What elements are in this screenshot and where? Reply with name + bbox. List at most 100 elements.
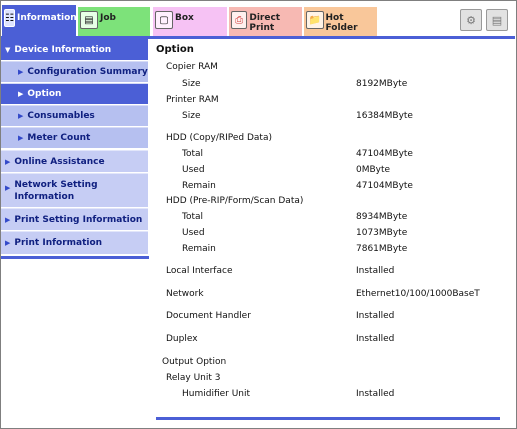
sidebar-item-consumables[interactable]: ▶ Consumables <box>1 105 148 126</box>
tab-label: Information <box>16 13 77 23</box>
sidebar-item-label: Configuration Summary <box>27 67 148 77</box>
option-row: Humidifier Unit Installed <box>156 389 500 403</box>
toolbar-icons: ⚙ ▤ <box>460 9 516 37</box>
sidebar-item-option[interactable]: ▶ Option <box>1 83 148 104</box>
option-row: Total 47104MByte <box>156 149 500 163</box>
option-label: Size <box>182 111 201 121</box>
main-content: Option Copier RAM Size 8192MByte Printer… <box>156 39 500 424</box>
sidebar-item-print-information[interactable]: ▶ Print Information <box>1 231 148 254</box>
option-row: Used 1073MByte <box>156 228 500 242</box>
option-row: Used 0MByte <box>156 165 500 179</box>
option-row: Relay Unit 3 <box>156 373 500 387</box>
sidebar-item-configuration-summary[interactable]: ▶ Configuration Summary <box>1 61 148 82</box>
option-row: Network Ethernet10/100/1000BaseT <box>156 289 500 303</box>
option-value: 47104MByte <box>356 181 413 191</box>
option-label: Remain <box>182 244 216 254</box>
sidebar-item-label: Meter Count <box>27 133 91 143</box>
option-label: Local Interface <box>166 266 233 276</box>
tab-job[interactable]: ▤ Job <box>78 7 150 37</box>
triangle-right-icon: ▶ <box>18 112 24 120</box>
tab-direct-print[interactable]: ⎙ Direct Print <box>229 7 302 37</box>
option-value: 7861MByte <box>356 244 408 254</box>
sidebar-item-print-setting-information[interactable]: ▶ Print Setting Information <box>1 208 148 230</box>
info-icon: ☷ <box>4 9 15 27</box>
sidebar-item-label: Option <box>27 89 62 99</box>
tab-label: Box <box>175 13 194 23</box>
sidebar-item-label: Online Assistance <box>14 156 105 167</box>
tab-box[interactable]: ▢ Box <box>153 7 227 37</box>
tab-label: Hot Folder <box>325 13 358 33</box>
option-label: Duplex <box>166 334 198 344</box>
sidebar-item-online-assistance[interactable]: ▶ Online Assistance <box>1 150 148 172</box>
page-title: Option <box>156 44 194 55</box>
option-label: Size <box>182 79 201 89</box>
triangle-right-icon: ▶ <box>5 215 11 224</box>
option-row: Size 8192MByte <box>156 79 500 93</box>
option-row: Local Interface Installed <box>156 266 500 280</box>
triangle-down-icon: ▼ <box>5 45 11 54</box>
sidebar-item-label: Print Information <box>14 238 103 248</box>
option-value: 0MByte <box>356 165 391 175</box>
sidebar-item-meter-count[interactable]: ▶ Meter Count <box>1 127 148 148</box>
screen-icon[interactable]: ▤ <box>486 9 508 31</box>
tab-hot-folder[interactable]: 📁 Hot Folder <box>304 7 377 37</box>
option-label: Humidifier Unit <box>182 389 251 399</box>
option-row: Duplex Installed <box>156 334 500 348</box>
sidebar: ▼ Device Information ▶ Configuration Sum… <box>1 39 149 261</box>
sidebar-item-label: Network Setting Information <box>14 179 98 202</box>
sidebar-item-label: Consumables <box>27 111 95 121</box>
sidebar-bottom-bar <box>1 256 149 259</box>
option-value: Installed <box>356 311 395 321</box>
triangle-right-icon: ▶ <box>5 184 11 192</box>
option-row: Total 8934MByte <box>156 212 500 226</box>
option-row: Size 16384MByte <box>156 111 500 125</box>
option-row: Output Option <box>156 357 500 371</box>
triangle-right-icon: ▶ <box>18 134 24 142</box>
option-label: Output Option <box>162 357 227 367</box>
option-row: Printer RAM <box>156 95 500 109</box>
option-value: Installed <box>356 266 395 276</box>
direct-print-icon: ⎙ <box>231 11 248 29</box>
sidebar-item-device-information[interactable]: ▼ Device Information <box>1 39 148 60</box>
option-value: 8934MByte <box>356 212 408 222</box>
option-label: HDD (Pre-RIP/Form/Scan Data) <box>166 196 304 206</box>
option-value: 47104MByte <box>356 149 413 159</box>
option-value: Installed <box>356 334 395 344</box>
option-label: Used <box>182 165 205 175</box>
option-label: Relay Unit 3 <box>166 373 221 383</box>
content-bottom-bar <box>156 417 500 420</box>
option-row: Document Handler Installed <box>156 311 500 325</box>
triangle-right-icon: ▶ <box>5 157 11 166</box>
tab-information[interactable]: ☷ Information <box>2 5 77 38</box>
tab-bar: ☷ Information ▤ Job ▢ Box ⎙ Direct Print… <box>1 1 516 38</box>
option-row: HDD (Copy/RIPed Data) <box>156 133 500 147</box>
triangle-right-icon: ▶ <box>18 90 24 98</box>
option-row: Copier RAM <box>156 62 500 76</box>
sidebar-item-label: Print Setting Information <box>14 214 143 225</box>
option-value: 8192MByte <box>356 79 408 89</box>
box-icon: ▢ <box>155 11 173 29</box>
hot-folder-icon: 📁 <box>306 11 324 29</box>
option-value: Ethernet10/100/1000BaseT <box>356 289 480 299</box>
option-value: 1073MByte <box>356 228 408 238</box>
option-label: Copier RAM <box>166 62 218 72</box>
option-value: 16384MByte <box>356 111 413 121</box>
option-label: Printer RAM <box>166 95 219 105</box>
option-label: Total <box>182 212 204 222</box>
option-label: HDD (Copy/RIPed Data) <box>166 133 272 143</box>
option-label: Network <box>166 289 204 299</box>
option-value: Installed <box>356 389 395 399</box>
triangle-right-icon: ▶ <box>18 68 24 76</box>
option-row: Remain 7861MByte <box>156 244 500 258</box>
option-label: Used <box>182 228 205 238</box>
job-icon: ▤ <box>80 11 98 29</box>
sidebar-item-label: Device Information <box>14 44 112 55</box>
settings-icon[interactable]: ⚙ <box>460 9 482 31</box>
sidebar-item-network-setting-information[interactable]: ▶ Network Setting Information <box>1 173 148 207</box>
tab-label: Job <box>100 13 116 23</box>
option-label: Remain <box>182 181 216 191</box>
option-label: Document Handler <box>166 311 251 321</box>
tab-label: Direct Print <box>249 13 281 33</box>
option-label: Total <box>182 149 204 159</box>
option-row: HDD (Pre-RIP/Form/Scan Data) <box>156 196 500 210</box>
